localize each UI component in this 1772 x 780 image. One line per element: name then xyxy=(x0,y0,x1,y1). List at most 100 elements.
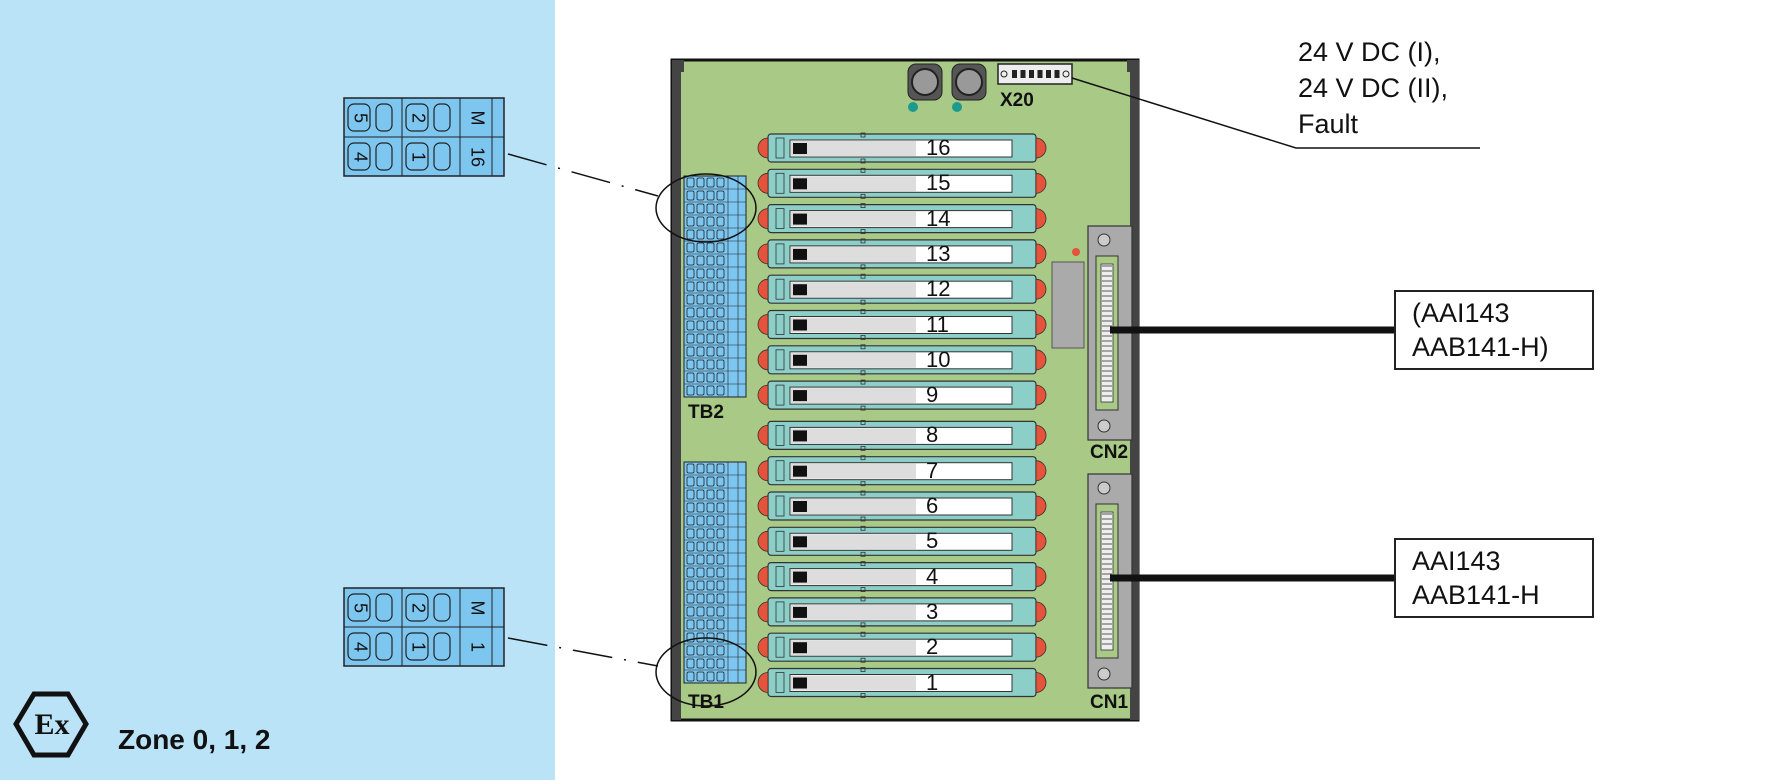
terminal-screw xyxy=(686,489,695,500)
slot-notch xyxy=(860,167,866,173)
slot-latch xyxy=(775,278,785,300)
io-slot xyxy=(757,238,1047,270)
slot-latch xyxy=(775,672,785,693)
terminal-screw xyxy=(706,281,715,292)
terminal-screw xyxy=(686,190,695,201)
release-tab-left xyxy=(757,601,769,623)
fuse-icon xyxy=(793,571,807,583)
power-fuse-holders xyxy=(907,63,987,112)
slot-latch xyxy=(775,208,785,230)
io-slot xyxy=(757,596,1047,628)
terminal-screw xyxy=(696,580,705,591)
terminal-detail-screw xyxy=(433,142,451,171)
terminal-screw xyxy=(686,242,695,253)
release-tab-left xyxy=(757,460,769,482)
release-tab-right xyxy=(1035,278,1047,300)
terminal-screw xyxy=(686,307,695,318)
slot-notch xyxy=(860,596,866,602)
terminal-detail-label: M xyxy=(467,111,487,126)
x20-power-connector xyxy=(997,63,1073,85)
terminal-screw xyxy=(686,385,695,396)
terminal-screw xyxy=(706,359,715,370)
release-tab-left xyxy=(757,424,769,446)
terminal-screw xyxy=(696,372,705,383)
slot-number: 3 xyxy=(926,598,939,624)
slot-notch xyxy=(860,370,866,376)
slot-number: 7 xyxy=(926,457,939,483)
release-tab-left xyxy=(757,384,769,406)
slot-number: 1 xyxy=(926,669,939,695)
slot-number: 5 xyxy=(926,528,939,554)
slot-notch xyxy=(860,238,866,244)
terminal-detail-screw xyxy=(375,593,393,622)
terminal-screw xyxy=(686,346,695,357)
fuse-icon xyxy=(793,430,807,442)
slot-latch xyxy=(775,495,785,517)
release-tab-right xyxy=(1035,208,1047,230)
slot-number: 13 xyxy=(926,240,951,266)
io-slot xyxy=(757,132,1047,164)
terminal-screw xyxy=(696,385,705,396)
slot-number: 4 xyxy=(926,563,939,589)
terminal-screw xyxy=(686,255,695,266)
terminal-detail-screw xyxy=(433,593,451,622)
terminal-screw xyxy=(696,658,705,669)
release-tab-right xyxy=(1035,424,1047,446)
cn2-label: CN2 xyxy=(1090,442,1129,463)
terminal-detail-screw xyxy=(347,632,371,661)
x20-pin xyxy=(1046,70,1051,78)
terminal-screw xyxy=(696,190,705,201)
terminal-detail-screw xyxy=(375,103,393,132)
terminal-screw xyxy=(696,268,705,279)
terminal-screw xyxy=(696,203,705,214)
release-tab-right xyxy=(1035,384,1047,406)
terminal-screw xyxy=(716,333,725,344)
terminal-screw xyxy=(716,346,725,357)
terminal-screw xyxy=(706,554,715,565)
slot-label-gray xyxy=(791,317,916,333)
terminal-screw xyxy=(696,177,705,188)
terminal-screw xyxy=(716,294,725,305)
terminal-screw xyxy=(706,372,715,383)
fuse-icon xyxy=(793,390,807,402)
release-tab-right xyxy=(1035,314,1047,335)
mount-screw-icon xyxy=(1097,233,1111,247)
detail-leader-top xyxy=(507,153,659,197)
tb2-label: TB2 xyxy=(688,402,724,423)
terminal-screw xyxy=(716,671,725,682)
detail-leader-bottom xyxy=(507,637,659,667)
fuse-icon xyxy=(793,213,807,225)
terminal-detail-screw xyxy=(405,103,429,132)
terminal-screw xyxy=(716,385,725,396)
release-tab-left xyxy=(757,137,769,159)
terminal-screw xyxy=(686,320,695,331)
terminal-screw xyxy=(696,463,705,474)
slot-notch xyxy=(860,657,866,663)
tb1-label: TB1 xyxy=(688,692,724,713)
terminal-screw xyxy=(706,671,715,682)
terminal-screw xyxy=(706,567,715,578)
slot-notch xyxy=(860,561,866,566)
terminal-screw xyxy=(686,463,695,474)
terminal-screw xyxy=(686,359,695,370)
terminal-screw xyxy=(716,463,725,474)
terminal-screw xyxy=(696,645,705,656)
slot-latch xyxy=(775,137,785,159)
terminal-screw xyxy=(706,528,715,539)
terminal-screw xyxy=(706,333,715,344)
terminal-screw xyxy=(686,619,695,630)
slot-notch xyxy=(860,631,866,637)
io-slot xyxy=(757,490,1047,522)
slot-notch xyxy=(860,299,866,305)
terminal-screw xyxy=(716,177,725,188)
terminal-screw xyxy=(686,216,695,227)
detail-circle-bottom xyxy=(655,637,757,707)
terminal-detail-screw xyxy=(347,103,371,132)
io-slot xyxy=(757,667,1047,698)
terminal-screw xyxy=(696,541,705,552)
terminal-screw xyxy=(696,294,705,305)
terminal-screw xyxy=(716,619,725,630)
io-slot xyxy=(757,167,1047,199)
release-tab-left xyxy=(757,636,769,658)
